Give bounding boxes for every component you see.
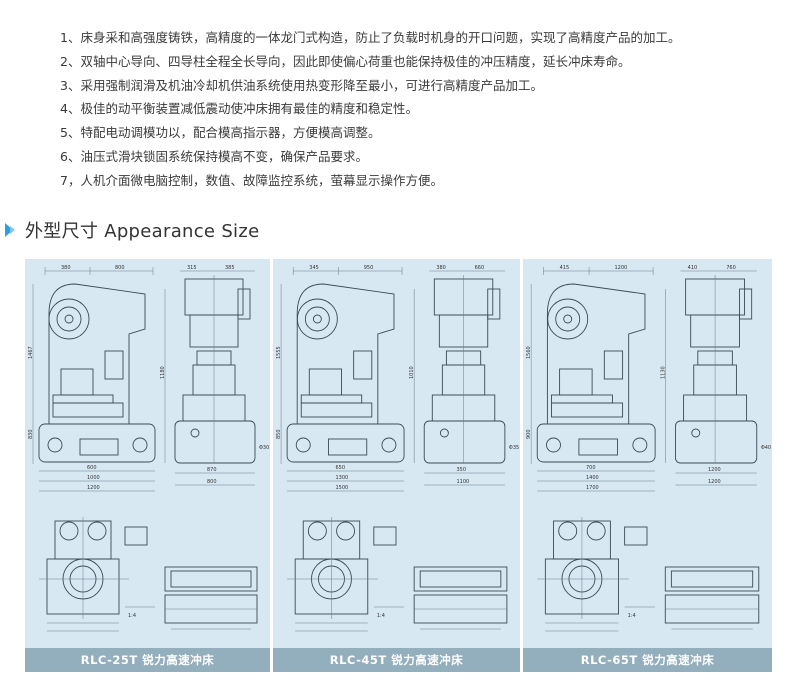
svg-text:1467: 1467 (28, 346, 34, 359)
caption-bar (273, 648, 520, 672)
svg-text:1500: 1500 (336, 485, 349, 491)
svg-text:1200: 1200 (708, 467, 721, 473)
svg-text:345: 345 (309, 265, 319, 271)
model-caption: RLC-65T 锐力高速冲床 (580, 653, 715, 667)
caption-bar (523, 648, 772, 672)
svg-text:1:4: 1:4 (628, 613, 636, 619)
panel-divider (270, 259, 273, 672)
svg-text:415: 415 (560, 265, 570, 271)
svg-text:800: 800 (115, 265, 125, 271)
svg-text:650: 650 (336, 465, 346, 471)
feature-item: 5、特配电动调模功以，配合模高指示器，方便模高调整。 (60, 125, 381, 141)
feature-item: 4、极佳的动平衡装置减低震动使冲床拥有最佳的精度和稳定性。 (60, 101, 418, 117)
svg-text:1200: 1200 (614, 265, 627, 271)
svg-text:700: 700 (586, 465, 596, 471)
svg-text:380: 380 (436, 265, 446, 271)
svg-text:1700: 1700 (586, 485, 599, 491)
svg-text:380: 380 (61, 265, 71, 271)
svg-text:385: 385 (225, 265, 235, 271)
model-caption: RLC-25T 锐力高速冲床 (80, 653, 215, 667)
model-caption: RLC-45T 锐力高速冲床 (329, 653, 464, 667)
svg-text:950: 950 (364, 265, 374, 271)
feature-item: 3、采用强制润滑及机油冷却机供油系统使用热变形降至最小，可进行高精度产品加工。 (60, 77, 543, 93)
svg-text:1400: 1400 (586, 475, 599, 481)
feature-item: 1、床身采和高强度铸铁，高精度的一体龙门式构造，防止了负载时机身的开口问题，实现… (60, 30, 681, 45)
panel-divider (520, 259, 523, 672)
svg-text:1555: 1555 (276, 346, 282, 359)
svg-text:Φ40: Φ40 (761, 445, 771, 451)
svg-text:1130: 1130 (660, 366, 666, 379)
svg-text:1010: 1010 (409, 366, 415, 379)
svg-text:870: 870 (207, 467, 217, 473)
feature-list: 1、床身采和高强度铸铁，高精度的一体龙门式构造，防止了负载时机身的开口问题，实现… (60, 26, 780, 193)
svg-text:800: 800 (207, 479, 217, 485)
svg-text:600: 600 (87, 465, 97, 471)
svg-text:1:4: 1:4 (128, 613, 136, 619)
svg-text:1560: 1560 (526, 346, 532, 359)
svg-text:Φ30: Φ30 (259, 445, 269, 451)
svg-text:1180: 1180 (160, 366, 166, 379)
section-header: 外型尺寸 Appearance Size (0, 214, 790, 244)
feature-item: 6、油压式滑块锁固系统保持模高不变，确保产品要求。 (60, 148, 368, 164)
svg-text:350: 350 (456, 467, 466, 473)
svg-text:850: 850 (276, 429, 282, 439)
feature-item: 2、双轴中心导向、四导柱全程全长导向，因此即使偏心荷重也能保持极佳的冲压精度，延… (60, 53, 631, 69)
svg-text:1200: 1200 (87, 485, 100, 491)
svg-text:Φ35: Φ35 (509, 445, 519, 451)
svg-text:660: 660 (475, 265, 485, 271)
svg-text:1200: 1200 (708, 479, 721, 485)
svg-text:1300: 1300 (336, 475, 349, 481)
section-title: 外型尺寸 Appearance Size (25, 221, 260, 242)
svg-text:830: 830 (28, 429, 34, 439)
svg-text:410: 410 (688, 265, 698, 271)
feature-item: 7，人机介面微电脑控制，数值、故障监控系统，萤幕显示操作方便。 (60, 172, 443, 188)
svg-text:1000: 1000 (87, 475, 100, 481)
svg-text:760: 760 (726, 265, 736, 271)
svg-text:1:4: 1:4 (377, 613, 385, 619)
svg-text:315: 315 (187, 265, 197, 271)
arrow-icon (5, 223, 15, 237)
caption-bar (25, 648, 270, 672)
svg-text:900: 900 (526, 429, 532, 439)
svg-text:1100: 1100 (456, 479, 469, 485)
